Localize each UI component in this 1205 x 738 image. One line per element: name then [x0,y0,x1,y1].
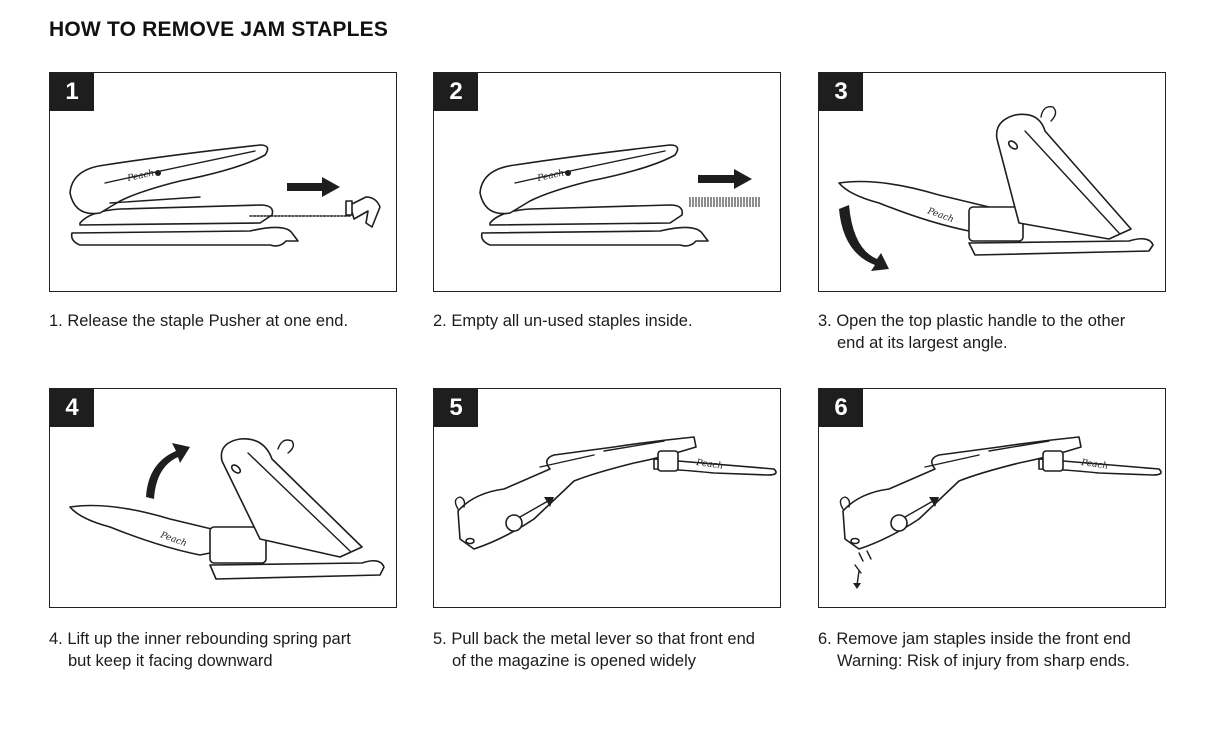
step-number-badge: 2 [434,73,478,111]
step-3-illustration: 3 Peach [818,72,1166,292]
caption-line-2: Warning: Risk of injury from sharp ends. [837,652,1130,670]
step-number-badge: 6 [819,389,863,427]
step-1-illustration: 1 Peach [49,72,397,292]
pull-arrow-icon [698,169,752,189]
caption-line: 2. Empty all un-used staples inside. [433,312,693,330]
step-3-caption: 3. Open the top plastic handle to the ot… [818,310,1178,354]
step-4-caption: 4. Lift up the inner rebounding spring p… [49,628,409,672]
stapler-empty-staples-drawing: Peach [479,144,760,247]
brand-logo: Peach [1080,458,1109,472]
rotate-down-arrow-icon [839,205,889,271]
step-number-badge: 4 [50,389,94,427]
stapler-pull-lever-drawing: Peach [454,436,777,550]
step-number-badge: 1 [50,73,94,111]
falling-staples-icon [853,550,872,589]
caption-line: 6. Remove jam staples inside the front e… [818,630,1131,648]
brand-logo: Peach [695,458,724,472]
pull-arrow-icon [544,497,554,507]
stapler-remove-jam-drawing: Peach [839,436,1162,589]
step-6-illustration: 6 Peach [818,388,1166,608]
stapler-pusher-release-drawing: Peach [69,144,381,247]
caption-line-2: of the magazine is opened widely [452,652,696,670]
staple-strip [689,197,760,207]
caption-line-2: but keep it facing downward [68,652,273,670]
stapler-open-handle-drawing: Peach [838,106,1154,271]
caption-line: 1. Release the staple Pusher at one end. [49,312,349,330]
caption-line-2: end at its largest angle. [837,334,1008,352]
step-4-illustration: 4 Peach [49,388,397,608]
page-title: HOW TO REMOVE JAM STAPLES [49,18,389,41]
stapler-lift-spring-drawing: Peach [69,438,385,580]
caption-line: 3. Open the top plastic handle to the ot… [818,312,1126,330]
step-6-caption: 6. Remove jam staples inside the front e… [818,628,1178,672]
step-5-illustration: 5 Peach [433,388,781,608]
pull-arrow-icon [287,177,340,197]
step-number-badge: 3 [819,73,863,111]
step-2-illustration: 2 Peach [433,72,781,292]
step-2-caption: 2. Empty all un-used staples inside. [433,310,793,332]
step-5-caption: 5. Pull back the metal lever so that fro… [433,628,793,672]
caption-line: 4. Lift up the inner rebounding spring p… [49,630,351,648]
step-number-badge: 5 [434,389,478,427]
step-1-caption: 1. Release the staple Pusher at one end. [49,310,409,332]
pull-arrow-icon [929,497,939,507]
caption-line: 5. Pull back the metal lever so that fro… [433,630,755,648]
rotate-up-arrow-icon [146,443,190,499]
